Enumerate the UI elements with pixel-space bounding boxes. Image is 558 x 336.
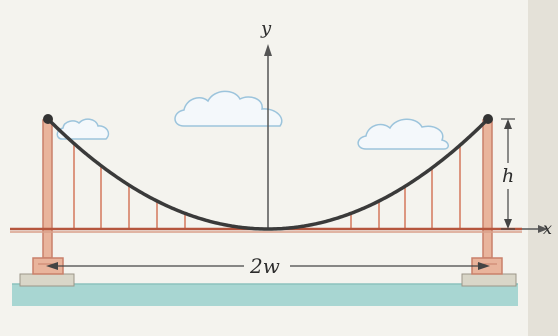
page-edge-shadow [528, 0, 558, 336]
height-arrow-up-icon [504, 119, 512, 129]
main-cable [46, 117, 490, 231]
cloud-right [357, 118, 449, 150]
span-arrow-right-icon [478, 262, 490, 270]
y-axis-label: y [260, 18, 272, 39]
water [12, 284, 518, 306]
height-label: h [502, 165, 514, 187]
y-axis-arrow-icon [264, 44, 272, 56]
left-cable-anchor [43, 114, 53, 124]
left-footing-base [19, 273, 75, 287]
height-arrow-down-icon [504, 219, 512, 229]
x-axis-label: x [543, 219, 552, 238]
x-axis-arrow-icon [538, 225, 548, 233]
span-label: 2w [249, 254, 280, 278]
right-footing-base [461, 273, 517, 287]
span-arrow-left-icon [46, 262, 58, 270]
hangers [73, 143, 461, 229]
right-cable-anchor [483, 114, 493, 124]
cloud-center [174, 90, 283, 127]
